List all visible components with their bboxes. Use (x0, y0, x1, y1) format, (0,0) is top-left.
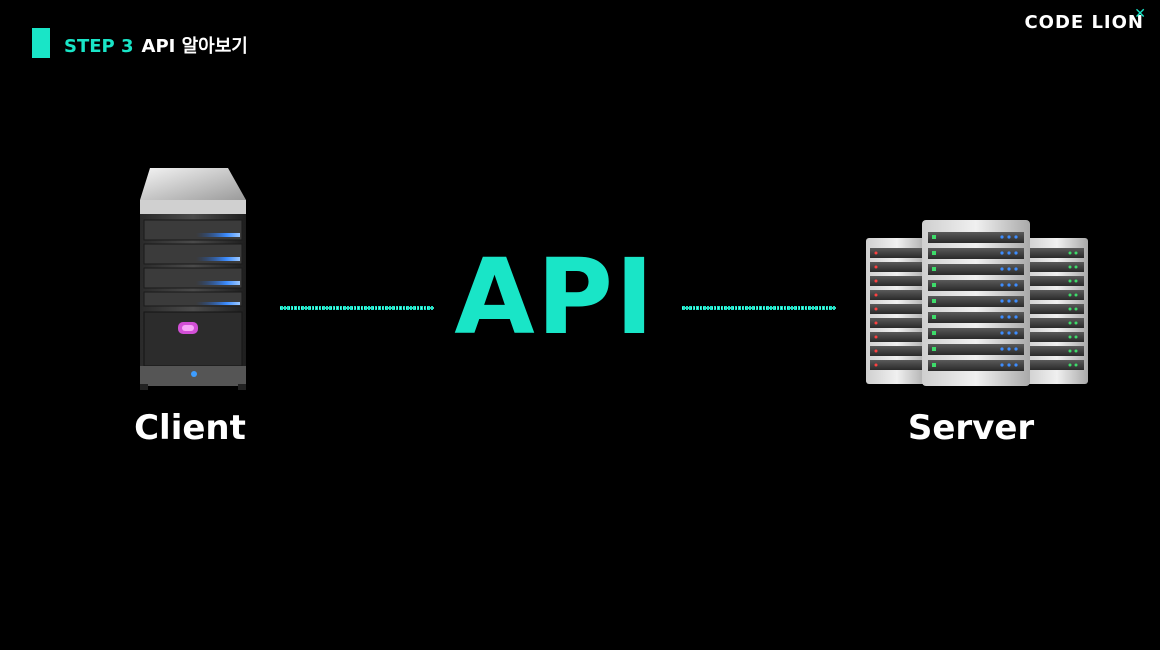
brand-logo: CODE LION ✕ (1024, 6, 1146, 33)
connector-left (278, 298, 436, 310)
client-computer-icon (136, 166, 252, 390)
api-label: API (454, 236, 656, 358)
step-label: STEP 3 (64, 36, 134, 57)
step-subject: API 알아보기 (141, 36, 248, 57)
server-rack-icon (864, 218, 1090, 388)
step-indicator-bar (32, 28, 50, 58)
logo-text: CODE LION (1024, 12, 1144, 33)
server-label: Server (907, 408, 1035, 448)
x-mark-icon: ✕ (1134, 6, 1147, 22)
step-title: STEP 3 API 알아보기 (64, 32, 248, 58)
client-label: Client (134, 408, 246, 448)
connector-right (680, 298, 838, 310)
